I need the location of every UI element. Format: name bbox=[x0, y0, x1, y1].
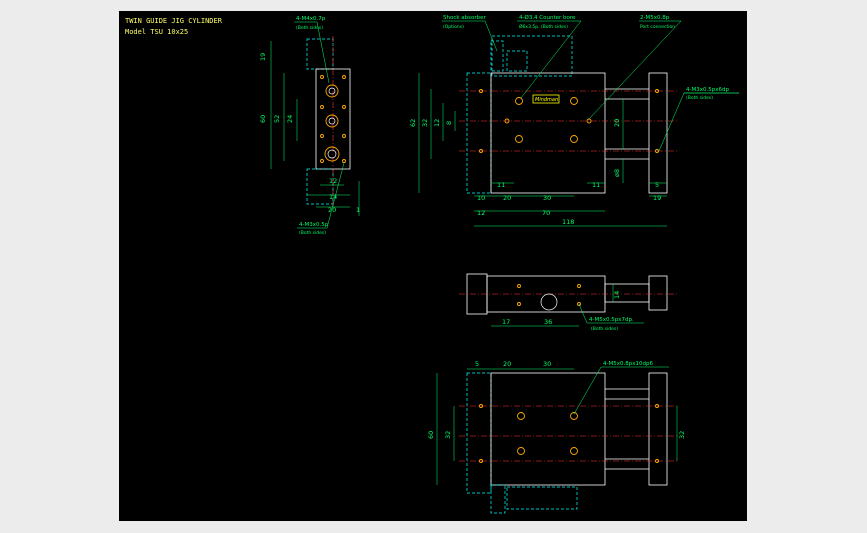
front-dim-62: 62 bbox=[409, 119, 417, 127]
top-hole-3 bbox=[517, 447, 525, 455]
front-port-1 bbox=[504, 118, 510, 124]
top-hole-4 bbox=[570, 447, 578, 455]
side-dim-19: 19 bbox=[259, 53, 267, 61]
front-hole-1 bbox=[515, 97, 523, 105]
side-dim-24: 24 bbox=[286, 115, 294, 123]
drawing-title: TWIN GUIDE JIG CYLINDER bbox=[125, 17, 223, 25]
side-callout-top-sub: (Both sides) bbox=[296, 25, 323, 31]
front-callout-bore-sub: Ø6x3.5p. (Both sides) bbox=[519, 23, 568, 30]
front-dim-19: 19 bbox=[653, 194, 661, 202]
front-hidden-left bbox=[466, 72, 492, 194]
top-view-hidden-left bbox=[466, 372, 492, 494]
front-dim-12-bottom: 12 bbox=[477, 209, 485, 217]
side-dim-14: 14 bbox=[329, 193, 337, 201]
front-callout-side-leader bbox=[658, 92, 739, 152]
front-dim-5: 5 bbox=[655, 181, 659, 189]
top-callout: 4-M5x0.8px10dp6 bbox=[603, 361, 653, 367]
side-hole-1 bbox=[325, 84, 339, 98]
front-callout-bore-leader bbox=[517, 20, 582, 99]
top-callout-leader bbox=[573, 366, 669, 415]
bottom-view-center-bore bbox=[540, 293, 558, 311]
side-callout-top: 4-M4x0.7p bbox=[296, 16, 326, 22]
side-view-hidden-top bbox=[306, 38, 334, 70]
front-callout-shock-leader bbox=[442, 20, 498, 52]
cad-drawing-canvas[interactable]: TWIN GUIDE JIG CYLINDER Model TSU 10x25 … bbox=[119, 11, 747, 521]
front-hole-2 bbox=[570, 97, 578, 105]
front-dim-20-right: 20 bbox=[613, 119, 621, 127]
bottom-callout-leader bbox=[578, 303, 644, 324]
bottom-view-end-right bbox=[648, 275, 668, 311]
front-hidden-top bbox=[491, 35, 573, 77]
front-callout-bore: 4-Ø3.4 Counter bore bbox=[519, 14, 576, 21]
bottom-view: 17 36 14 4-M5x0.5px7dp. (Both sides) bbox=[459, 273, 679, 332]
top-hole-2 bbox=[570, 412, 578, 420]
front-callout-shock: Shock absorber bbox=[443, 15, 487, 21]
side-callout-bottom: 4-M3x0.5p bbox=[299, 222, 329, 228]
bottom-callout: 4-M5x0.5px7dp. bbox=[589, 317, 634, 323]
front-dim-30: 30 bbox=[543, 194, 551, 202]
side-hole-3 bbox=[324, 146, 340, 162]
front-brand-text: Mindman bbox=[535, 97, 558, 103]
front-dim-12: 12 bbox=[433, 119, 441, 127]
top-dim-20: 20 bbox=[503, 360, 511, 368]
front-shock-absorber bbox=[490, 40, 504, 72]
top-dim-5: 5 bbox=[475, 360, 479, 368]
front-dim-11-left: 11 bbox=[497, 181, 505, 189]
top-view-end-plate bbox=[648, 372, 668, 486]
top-dim-60: 60 bbox=[427, 431, 435, 439]
cad-drawing-svg: TWIN GUIDE JIG CYLINDER Model TSU 10x25 … bbox=[125, 14, 739, 514]
side-dim-20: 20 bbox=[328, 206, 336, 214]
top-hole-1 bbox=[517, 412, 525, 420]
side-dim-1: 1 bbox=[356, 206, 360, 214]
front-dim-10: 10 bbox=[477, 194, 485, 202]
front-body bbox=[490, 72, 606, 194]
front-hole-3 bbox=[515, 135, 523, 143]
side-hole-2 bbox=[325, 114, 339, 128]
side-callout-bottom-leader bbox=[297, 162, 345, 229]
side-callout-bottom-sub: (Both sides) bbox=[299, 230, 326, 236]
front-view: Mindman 62 32 12 8 20 ø8 11 11 10 20 30 … bbox=[409, 14, 739, 227]
front-dim-70: 70 bbox=[542, 209, 550, 217]
side-dim-12: 12 bbox=[329, 177, 337, 185]
top-view-body bbox=[490, 372, 606, 486]
top-view: 5 20 30 60 32 32 4-M5x0.8px10dp6 bbox=[427, 360, 686, 514]
side-hole-1-inner bbox=[328, 87, 336, 95]
bottom-callout-sub: (Both sides) bbox=[591, 326, 618, 332]
side-view-hidden-bottom bbox=[306, 168, 334, 205]
front-dim-11-right: 11 bbox=[592, 181, 600, 189]
front-dim-32: 32 bbox=[421, 119, 429, 127]
side-dim-52: 52 bbox=[273, 115, 281, 123]
drawing-model: Model TSU 10x25 bbox=[125, 28, 188, 36]
side-hole-3-inner bbox=[327, 149, 337, 159]
front-callout-side: 4-M3x0.5px6dp bbox=[686, 87, 729, 93]
top-dim-32-left: 32 bbox=[444, 431, 452, 439]
front-hole-4 bbox=[570, 135, 578, 143]
front-callout-side-sub: (Both sides) bbox=[686, 95, 713, 101]
side-callout-top-leader bbox=[294, 21, 330, 84]
front-callout-port-leader bbox=[588, 20, 682, 120]
top-dim-32-right: 32 bbox=[678, 431, 686, 439]
side-hole-2-inner bbox=[328, 117, 336, 125]
front-dim-8: 8 bbox=[445, 121, 453, 125]
front-callout-port-sub: Port connection bbox=[640, 24, 675, 30]
bottom-dim-14: 14 bbox=[613, 291, 621, 299]
front-callout-port: 2-M5x0.8p bbox=[640, 15, 670, 21]
front-dim-118: 118 bbox=[562, 218, 574, 226]
front-dim-8-dia: ø8 bbox=[613, 169, 621, 177]
bottom-dim-36: 36 bbox=[544, 318, 552, 326]
side-dim-60: 60 bbox=[259, 115, 267, 123]
front-dim-20: 20 bbox=[503, 194, 511, 202]
top-view-hidden-bottom bbox=[506, 486, 578, 510]
bottom-dim-17: 17 bbox=[502, 318, 510, 326]
top-dim-30: 30 bbox=[543, 360, 551, 368]
front-callout-shock-sub: (Options) bbox=[443, 24, 464, 30]
side-view: 19 60 52 24 12 14 20 1 4-M4x0.7p (Both s… bbox=[259, 16, 360, 236]
front-brand-badge bbox=[532, 94, 560, 104]
